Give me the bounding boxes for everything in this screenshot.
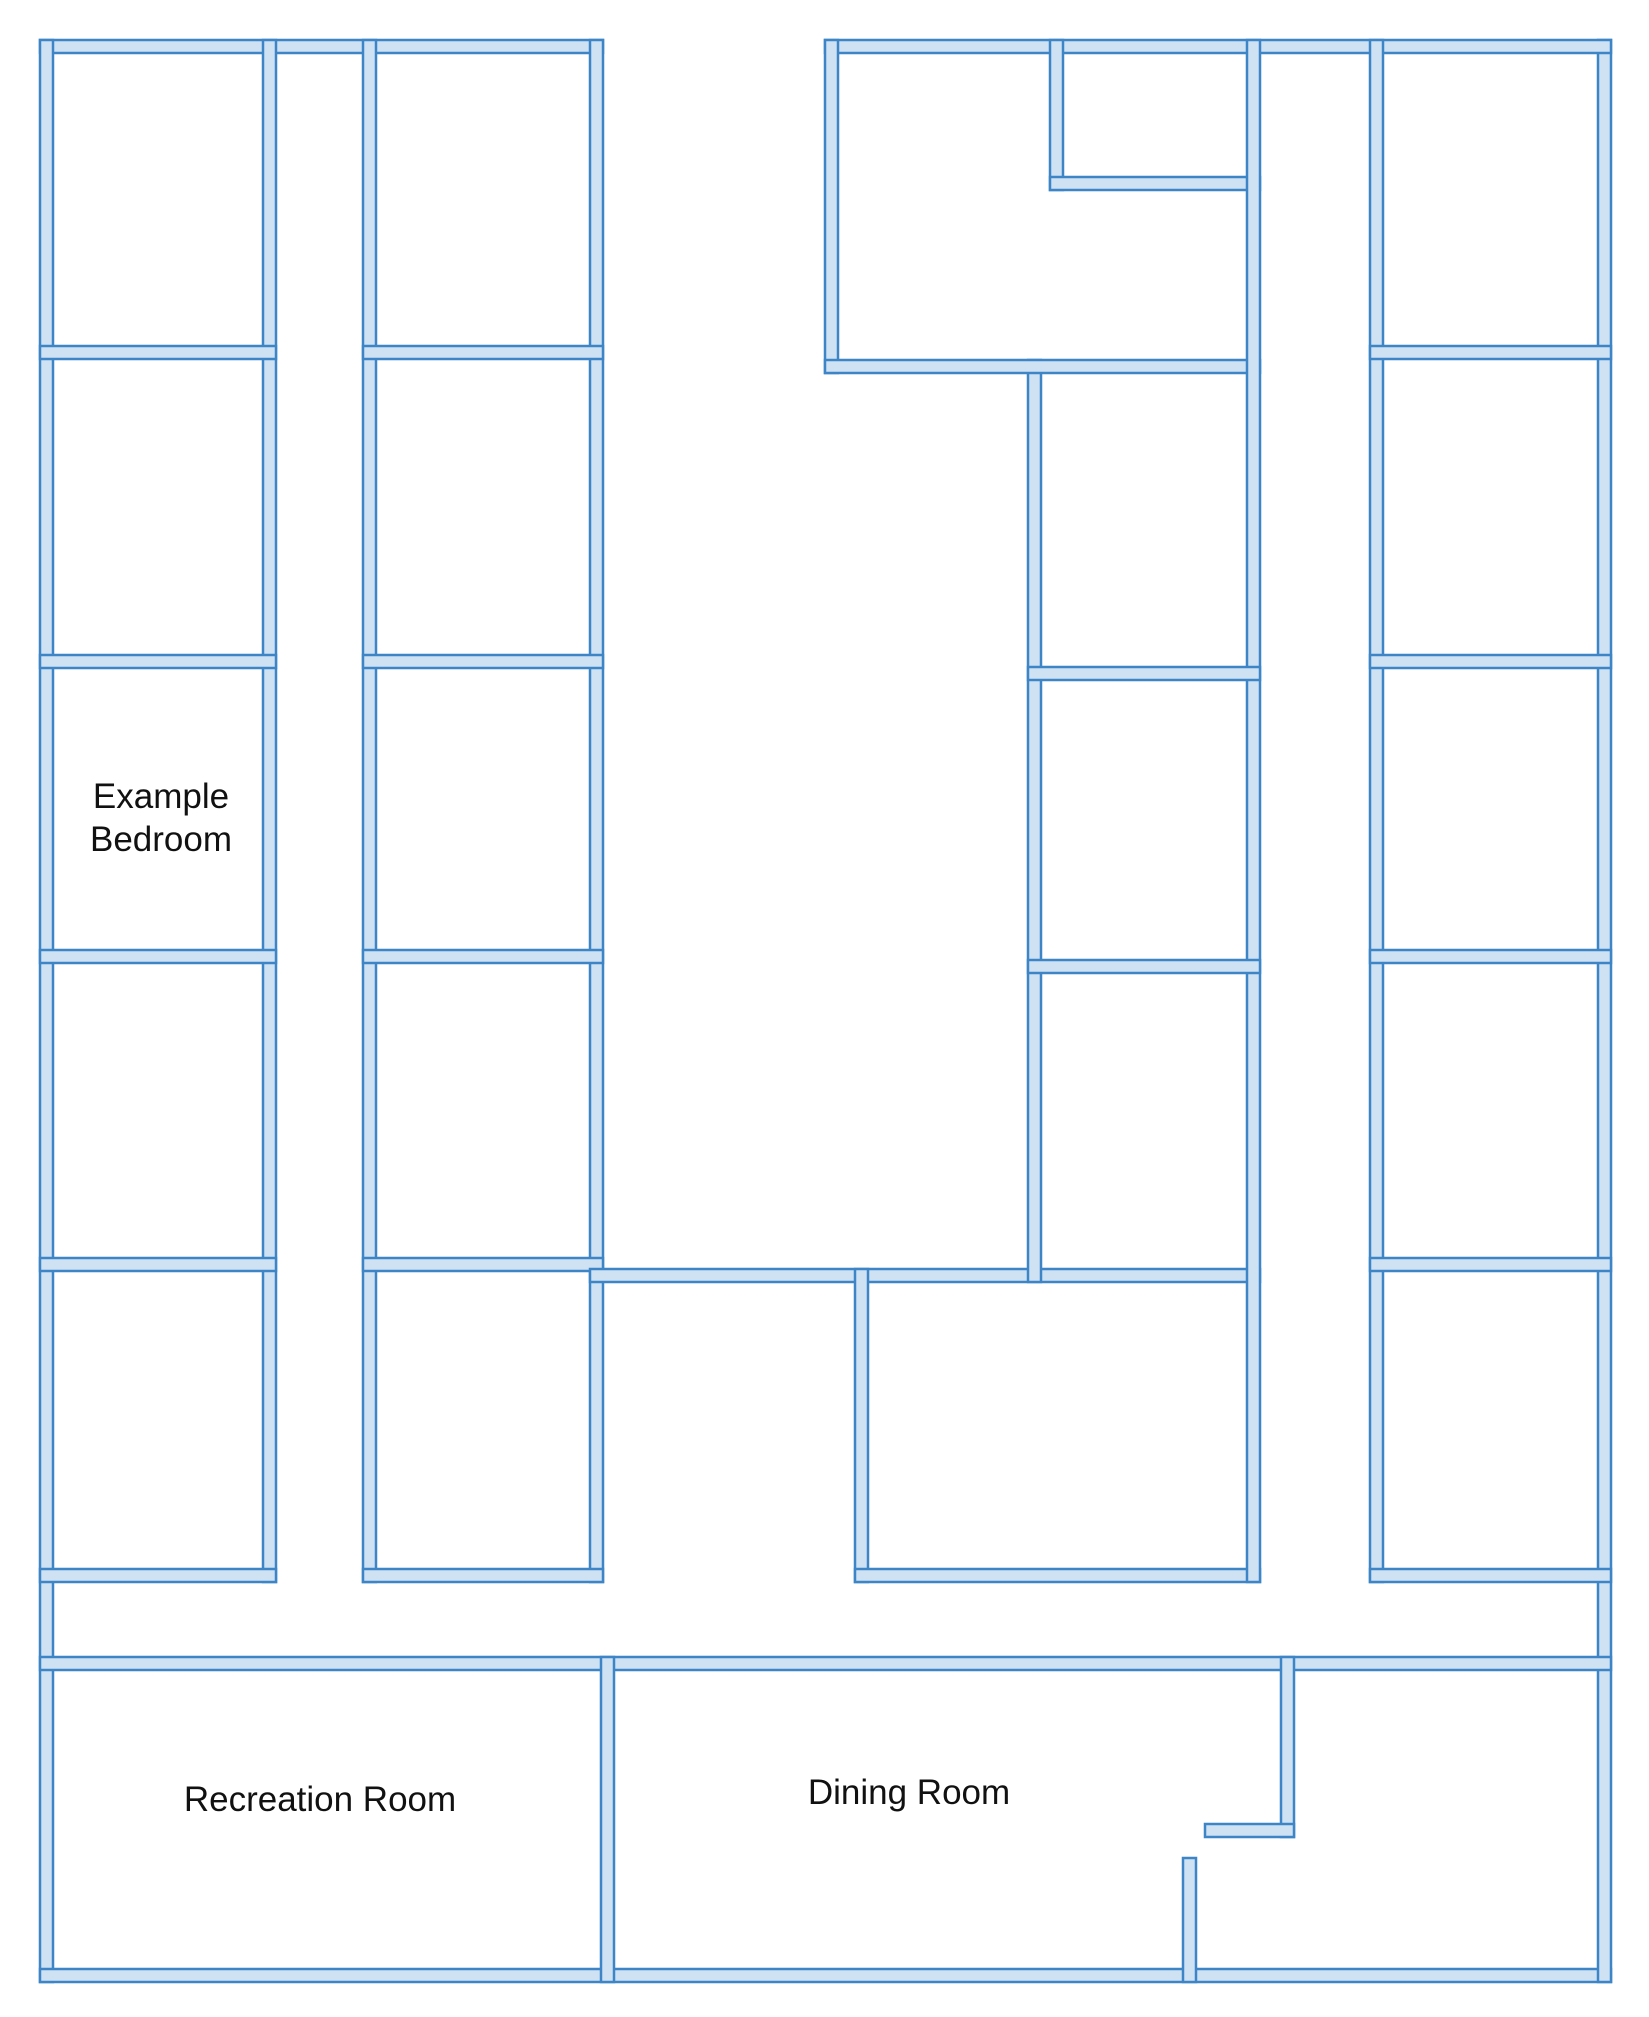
wall-right-room-divider-5 (1368, 1567, 1613, 1584)
wall-left-room-divider-3 (38, 948, 278, 965)
wall-outer-left-top (38, 38, 605, 55)
wall-right-corridor-west (1245, 38, 1262, 1584)
wall-right-room-divider-4 (1368, 1256, 1613, 1273)
wall-mid-room-divider-3 (361, 948, 605, 965)
wall-central-horizontal (588, 1267, 1262, 1284)
label-dining-room: Dining Room (808, 1773, 1010, 1812)
wall-small-room-bottom (1048, 175, 1262, 192)
wall-inner-right-divider-1 (1026, 665, 1262, 682)
wall-outer-right-top (823, 38, 1613, 55)
wall-small-room-left (1048, 38, 1065, 192)
label-example-bedroom-line1: Example (93, 777, 229, 816)
wall-right-room-divider-2 (1368, 653, 1613, 670)
wall-outer-right-side (1596, 38, 1613, 1984)
wall-outer-right-top-left-side (823, 38, 840, 375)
wall-left-corridor-east (361, 38, 378, 1584)
wall-left-room-divider-4 (38, 1256, 278, 1273)
wall-right-room-divider-3 (1368, 948, 1613, 965)
wall-mid-room-divider-5 (361, 1567, 605, 1584)
wall-mid-room-divider-4 (361, 1256, 605, 1273)
wall-outer-bottom (38, 1967, 1613, 1984)
walls (38, 38, 1613, 1984)
wall-left-room-divider-2 (38, 653, 278, 670)
label-recreation-room: Recreation Room (184, 1780, 456, 1819)
room-labels: Example Bedroom Recreation Room Dining R… (90, 777, 1010, 1819)
wall-mid-room-divider-2 (361, 653, 605, 670)
wall-left-room-divider-5 (38, 1567, 278, 1584)
wall-dining-upper-divider (1279, 1655, 1296, 1839)
wall-mid-room-divider-1 (361, 344, 605, 361)
wall-dining-partial-horizontal (1203, 1822, 1296, 1839)
label-example-bedroom-line2: Bedroom (90, 820, 232, 859)
wall-upper-left-room-bottom (823, 358, 1262, 375)
wall-dining-lower-divider (1181, 1856, 1198, 1984)
wall-left-room-divider-1 (38, 344, 278, 361)
wall-lower-mid-divider (853, 1267, 870, 1584)
wall-left-corridor-west (261, 38, 278, 1584)
wall-rec-dining-divider (599, 1655, 616, 1984)
wall-central-right-vertical (1026, 358, 1043, 1284)
wall-outer-left-side (38, 38, 55, 1984)
wall-right-corridor-east (1368, 38, 1385, 1584)
wall-bottom-corridor (38, 1655, 1613, 1672)
wall-lower-mid-bottom (853, 1567, 1262, 1584)
wall-left-block-east (588, 38, 605, 1584)
wall-right-room-divider-1 (1368, 344, 1613, 361)
wall-inner-right-divider-2 (1026, 958, 1262, 975)
